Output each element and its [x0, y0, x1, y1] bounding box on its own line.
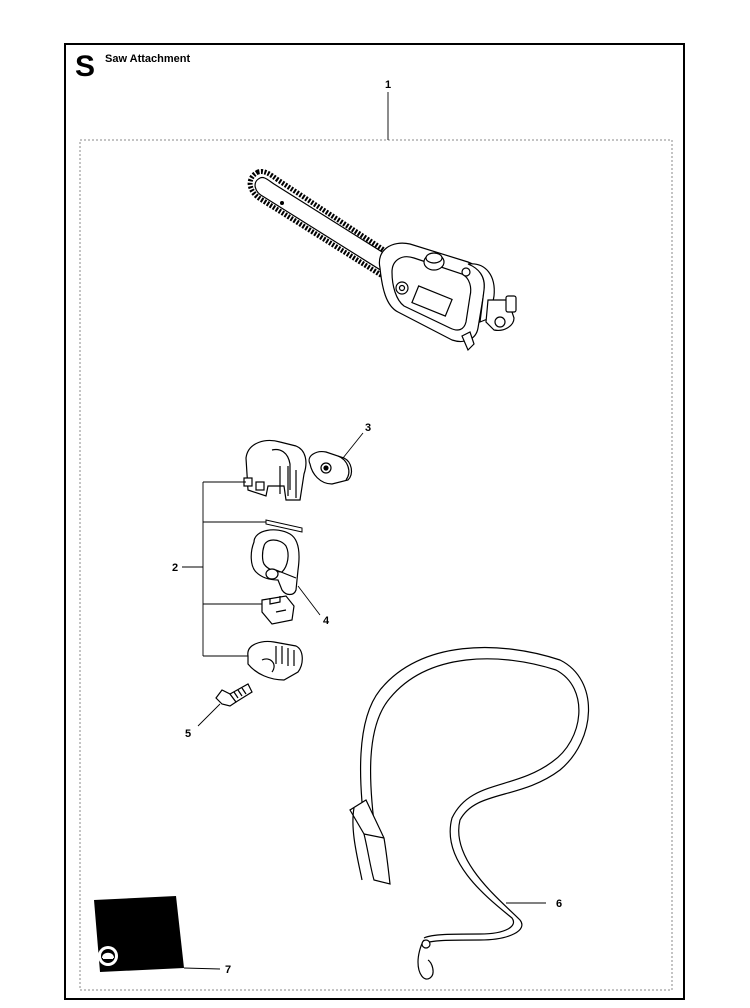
diagram-frame [64, 43, 685, 1000]
bracket-top [243, 439, 307, 501]
bracket-leaders [182, 481, 266, 657]
callout-1: 1 [385, 79, 391, 91]
bolt [215, 683, 253, 707]
handle-loop [250, 529, 300, 596]
callout-6: 6 [556, 898, 562, 910]
callout-5: 5 [185, 728, 191, 740]
callout-7: 7 [225, 964, 231, 976]
manual-plate [94, 896, 184, 972]
callout-4: 4 [323, 615, 330, 627]
bracket-bottom [247, 640, 303, 681]
clamp-nut [308, 451, 353, 485]
section-letter: S [75, 50, 96, 83]
callout-3: 3 [365, 422, 371, 434]
strap [349, 646, 590, 980]
bracket-pin [265, 519, 303, 533]
assembly-boundary [79, 139, 673, 991]
callout-2: 2 [172, 562, 178, 574]
chainsaw-head [247, 169, 517, 352]
bracket-clip [261, 595, 295, 625]
callout-leaders [183, 92, 546, 970]
section-title: Saw Attachment [105, 53, 191, 65]
